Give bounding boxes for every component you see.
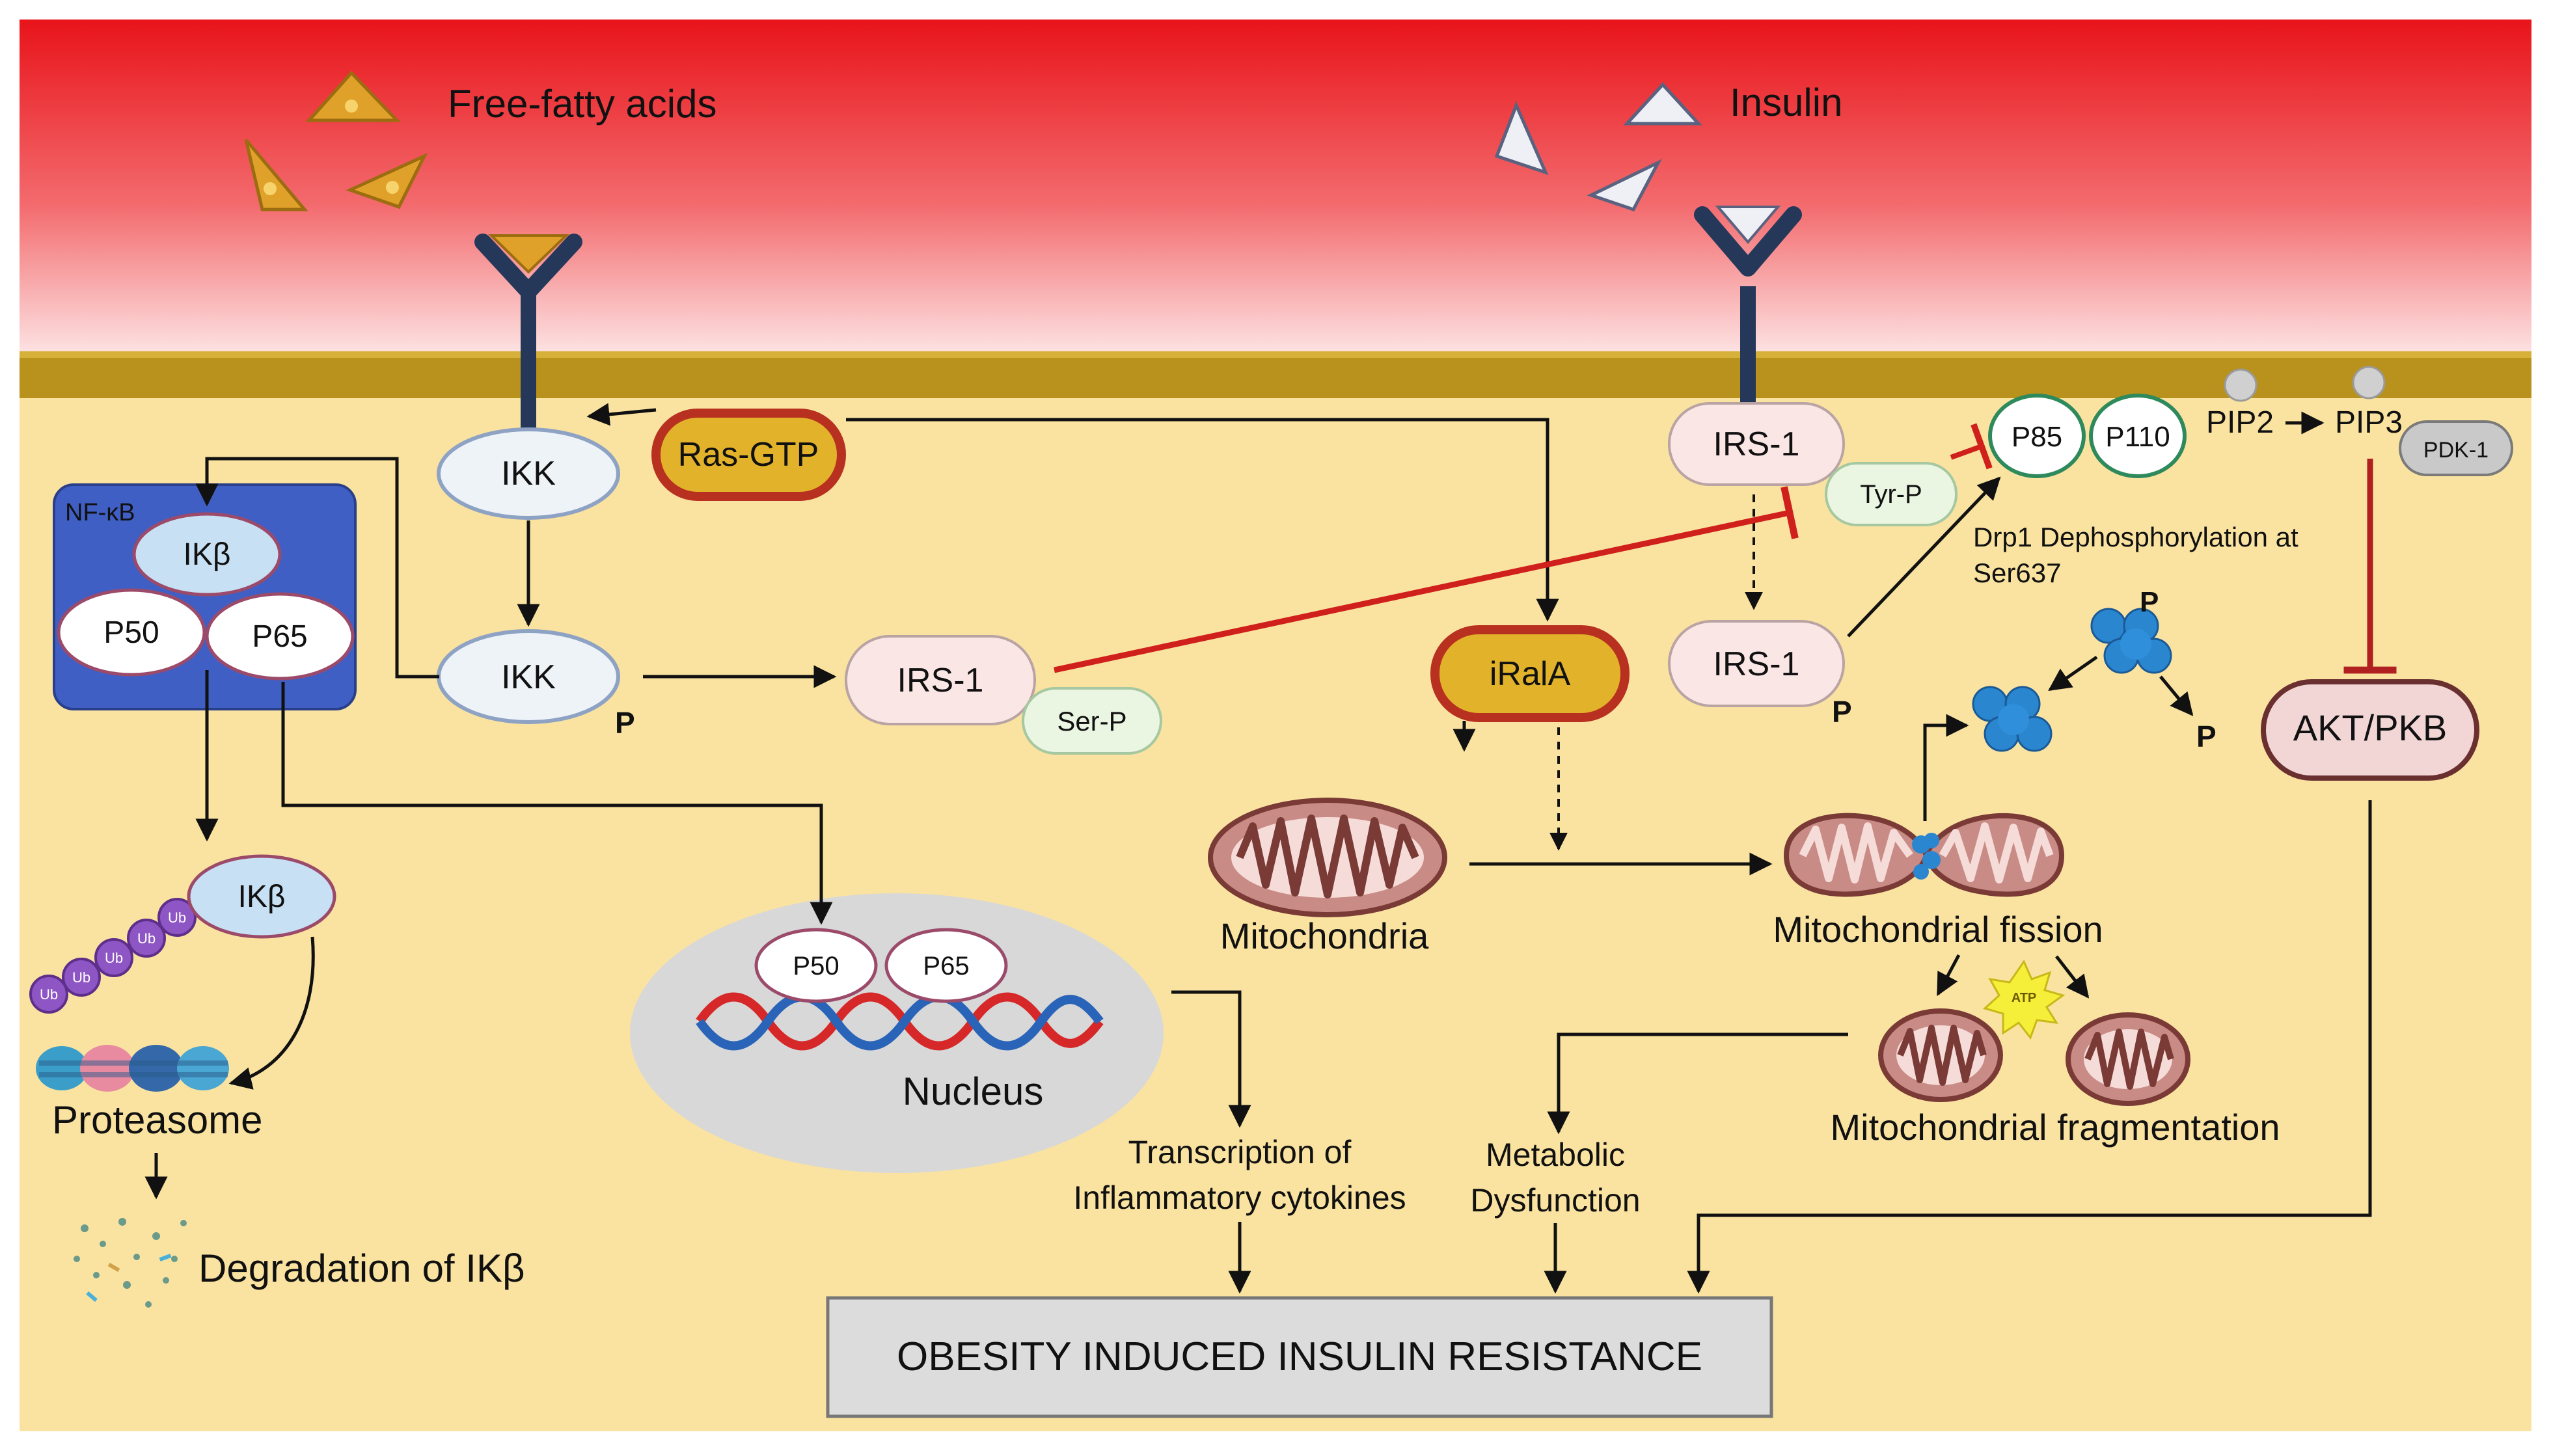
ikk-protein: IKK xyxy=(437,427,620,520)
ikb-label: IKβ xyxy=(184,537,231,572)
ub-label: Ub xyxy=(72,969,90,986)
iral-a: iRalA xyxy=(1430,625,1630,722)
ub-label: Ub xyxy=(105,950,123,966)
fatty-acid-icon xyxy=(305,70,401,122)
p85-label: P85 xyxy=(2012,421,2062,453)
pip3-label: PIP3 xyxy=(2335,405,2403,440)
ub-label: Ub xyxy=(168,910,186,926)
ras-gtp: Ras-GTP xyxy=(651,409,846,501)
ub-label: Ub xyxy=(40,986,58,1003)
phosphate-label: P xyxy=(2140,586,2159,618)
p65-protein: P65 xyxy=(205,592,355,681)
proteasome-icon xyxy=(36,1045,229,1092)
iral-a-label: iRalA xyxy=(1490,655,1571,693)
insulin-icon xyxy=(1587,159,1662,212)
p50-protein: P50 xyxy=(57,588,206,677)
ser-p-label: Ser-P xyxy=(1057,706,1126,736)
ub-label: Ub xyxy=(137,930,156,947)
degradation-label: Degradation of IKβ xyxy=(198,1247,525,1290)
irs1-label: IRS-1 xyxy=(1713,645,1800,683)
drp1-cluster xyxy=(2090,608,2172,674)
pi3k-p85: P85 xyxy=(1988,394,2086,478)
akt-pkb: AKT/PKB xyxy=(2261,679,2479,781)
p110-label: P110 xyxy=(2105,421,2170,453)
pdk1-label: PDK-1 xyxy=(2423,438,2489,463)
irs1-label: IRS-1 xyxy=(1713,425,1800,463)
inhibition-lines xyxy=(1054,423,2397,674)
mitochondrion-fragment-icon xyxy=(2066,1012,2190,1106)
ras-gtp-label: Ras-GTP xyxy=(678,436,819,474)
fatty-acid-icon xyxy=(244,139,308,211)
metabolic-label-line2: Dysfunction xyxy=(1470,1182,1640,1219)
akt-pkb-label: AKT/PKB xyxy=(2293,707,2448,748)
ikk-label: IKK xyxy=(501,455,556,492)
outcome-box: OBESITY INDUCED INSULIN RESISTANCE xyxy=(826,1296,1773,1418)
free-fatty-acids-label: Free-fatty acids xyxy=(448,82,716,126)
dashed-arrows xyxy=(1549,494,1763,851)
ikk-phosphorylated: IKK P xyxy=(437,629,635,740)
cytoplasm xyxy=(20,397,2531,1431)
mitochondrial-fission-label: Mitochondrial fission xyxy=(1773,909,2103,950)
pi3k-p110: P110 xyxy=(2089,394,2187,478)
outcome-label: OBESITY INDUCED INSULIN RESISTANCE xyxy=(897,1334,1702,1379)
dna-strand xyxy=(696,992,1104,1051)
ikk-label: IKK xyxy=(501,658,556,696)
ikb-protein: IKβ xyxy=(132,512,282,597)
mitochondrial-fragmentation-label: Mitochondrial fragmentation xyxy=(1830,1107,2280,1148)
nfkb-label: NF-κB xyxy=(65,499,135,526)
tyr-p-label: Tyr-P xyxy=(1860,480,1922,509)
pip3-headgroup xyxy=(2352,366,2386,399)
phosphate-label: P xyxy=(2196,720,2217,753)
mitochondrion-icon xyxy=(1208,798,1447,917)
cell-membrane xyxy=(20,351,2531,398)
phosphate-label: P xyxy=(615,706,635,740)
drp1-cluster xyxy=(1972,686,2053,752)
extracellular-space xyxy=(20,20,2531,358)
atp-label: ATP xyxy=(2012,991,2037,1005)
atp-burst-icon: ATP xyxy=(1982,959,2066,1040)
fatty-acid-icon xyxy=(346,152,428,209)
ikb-ubiquitinated: IKβ xyxy=(187,854,336,939)
irs1-label: IRS-1 xyxy=(897,662,984,699)
drp1-text-line2: Ser637 xyxy=(1973,558,2061,588)
pip2-label: PIP2 xyxy=(2206,405,2274,440)
insulin-icon xyxy=(1623,82,1702,126)
p65-label: P65 xyxy=(252,619,307,654)
proteasome-label: Proteasome xyxy=(52,1098,263,1142)
irs1-tyr-phosphorylated: IRS-1 Tyr-P xyxy=(1668,402,1958,526)
p65-label: P65 xyxy=(923,952,969,980)
transcription-label-line1: Transcription of xyxy=(1128,1134,1352,1170)
p50-label: P50 xyxy=(793,952,839,980)
mitochondria-label: Mitochondria xyxy=(1220,915,1429,956)
metabolic-label-line1: Metabolic xyxy=(1486,1137,1625,1173)
pathway-arrows xyxy=(144,403,2372,1294)
transcription-label-line2: Inflammatory cytokines xyxy=(1073,1180,1406,1216)
nucleus: P50 P65 Nucleus xyxy=(630,893,1164,1173)
mitochondrion-fragment-icon xyxy=(1878,1008,2003,1102)
pdk1-protein: PDK-1 xyxy=(2399,420,2513,476)
p50-label: P50 xyxy=(103,615,159,650)
nucleus-label: Nucleus xyxy=(903,1070,1044,1113)
insulin-icon xyxy=(1494,101,1549,176)
insulin-receptor xyxy=(1694,206,1802,422)
ubiquitin-chain: Ub Ub Ub Ub Ub xyxy=(29,898,197,1014)
pip2-headgroup xyxy=(2224,368,2258,402)
ikb-label: IKβ xyxy=(238,880,286,914)
drp1-text-line1: Drp1 Dephosphorylation at xyxy=(1973,522,2299,552)
fatty-acid-receptor xyxy=(474,234,582,429)
phosphate-label: P xyxy=(1832,695,1852,729)
irs1-ser-phosphorylated: IRS-1 Ser-P xyxy=(845,635,1162,755)
irs1-protein: IRS-1 P xyxy=(1668,620,1852,729)
degradation-fragments xyxy=(74,1218,187,1308)
insulin-label: Insulin xyxy=(1730,81,1842,124)
mitochondrion-fission-icon xyxy=(1783,813,2065,897)
